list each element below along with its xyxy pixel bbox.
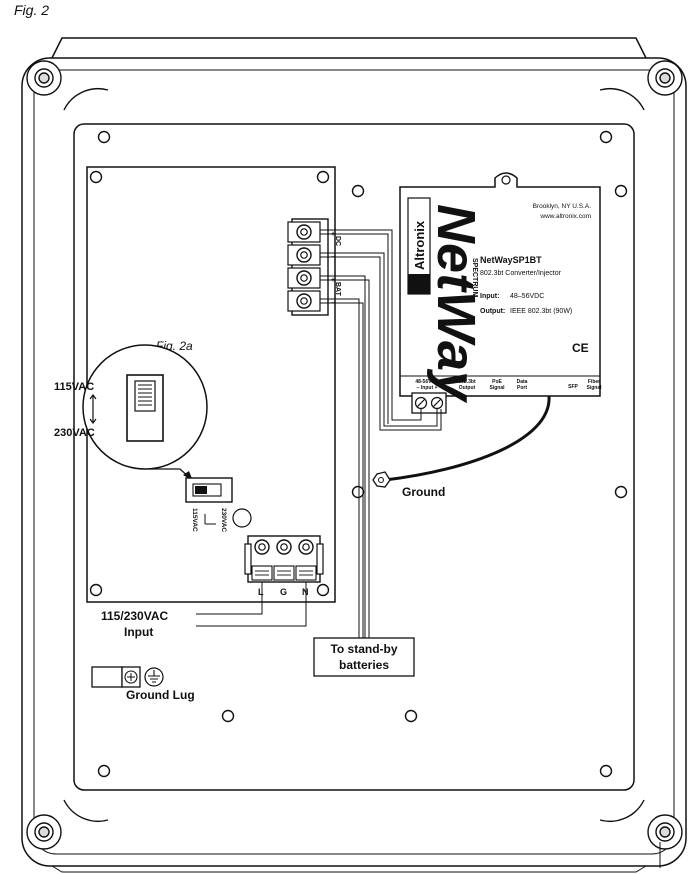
address-line-1: Brooklyn, NY U.S.A. xyxy=(533,203,592,210)
ground-symbol-icon xyxy=(144,667,164,687)
batteries-callout: To stand-by batteries xyxy=(313,637,415,677)
port-sub-fiber: Signal xyxy=(586,385,602,391)
ground-lug-label: Ground Lug xyxy=(126,688,195,702)
ac-input-label: Input xyxy=(124,625,153,639)
ground-ring-terminal: Ground xyxy=(372,471,445,499)
figure-label: Fig. 2 xyxy=(14,2,49,18)
ground-label: Ground xyxy=(402,485,445,499)
batteries-label-1: To stand-by xyxy=(330,642,397,656)
enclosure-housing xyxy=(21,37,687,873)
voltage-switch: 115VAC 230VAC xyxy=(185,477,252,532)
terminal-l-label: L xyxy=(258,587,264,597)
port-label-fiber: Fiber xyxy=(588,379,600,385)
switch-115vac-label: 115VAC xyxy=(191,508,198,532)
input-value: 48–56VDC xyxy=(510,293,544,300)
netway-module: Altronix NetWay SPECTRUM Brooklyn, NY U.… xyxy=(399,172,602,414)
terminal-g-label: G xyxy=(280,587,287,597)
altronix-logo: Altronix xyxy=(412,220,427,270)
port-label-sfp: SFP xyxy=(568,384,578,390)
bat-label: BAT xyxy=(334,282,341,297)
ce-mark: CE xyxy=(572,341,589,355)
batteries-label-2: batteries xyxy=(339,658,389,672)
port-label-input: 48-56VDC xyxy=(415,379,439,385)
address-line-2: www.altronix.com xyxy=(539,213,591,220)
spectrum-label: SPECTRUM xyxy=(471,258,478,297)
magnified-115vac-label: 115VAC xyxy=(54,381,94,393)
model-description: 802.3bt Converter/Injector xyxy=(480,270,562,277)
dc-label: DC xyxy=(334,236,341,246)
port-sub-input: − Input + xyxy=(417,385,438,391)
port-sub-poe: Signal xyxy=(489,385,505,391)
terminal-n-label: N xyxy=(302,587,309,597)
corner-bosses xyxy=(26,60,683,868)
port-label-data: Data xyxy=(517,379,528,385)
output-label: Output: xyxy=(480,308,505,315)
port-sub-data: Port xyxy=(517,385,527,391)
port-sub-output: Output xyxy=(459,385,476,391)
ac-input-voltage-label: 115/230VAC xyxy=(101,609,168,623)
magnified-230vac-label: 230VAC xyxy=(54,427,95,439)
ground-lug: Ground Lug xyxy=(91,666,195,702)
port-label-poe: PoE xyxy=(492,379,502,385)
input-label: Input: xyxy=(480,293,499,300)
port-label-output: 802.3bt xyxy=(458,379,476,385)
ac-terminal-block: L G N xyxy=(244,535,324,597)
model-name: NetWaySP1BT xyxy=(480,255,542,265)
wiring xyxy=(196,229,551,640)
netway-logo: NetWay xyxy=(426,204,486,404)
voltage-selector-detail: Fig. 2a 115VAC 230VAC xyxy=(54,339,208,481)
switch-230vac-label: 230VAC xyxy=(220,508,227,532)
output-value: IEEE 802.3bt (90W) xyxy=(510,308,572,315)
